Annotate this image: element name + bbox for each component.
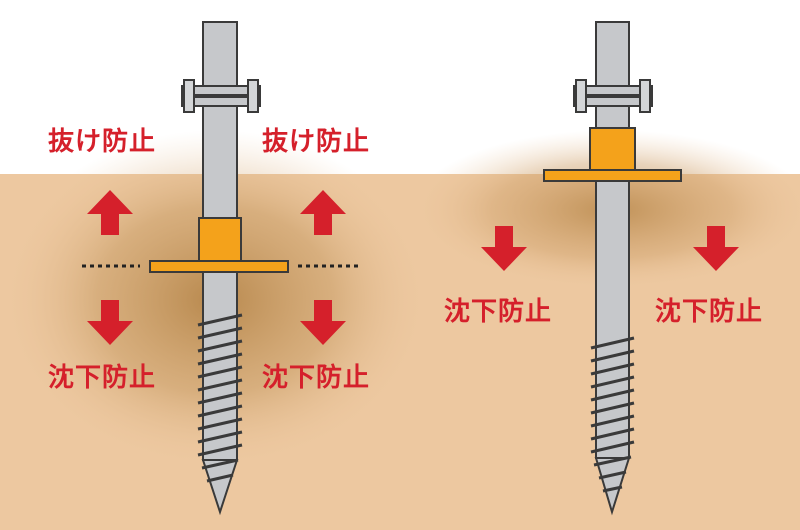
right-bearing-plate bbox=[543, 169, 682, 182]
label-pull-out-prevention-left: 抜け防止 bbox=[48, 127, 156, 157]
left-pile-tip bbox=[201, 459, 239, 516]
right-pile-tip bbox=[594, 457, 631, 516]
right-lower-shaft bbox=[595, 179, 630, 459]
left-bearing-plate bbox=[149, 260, 289, 273]
right-orange-collar bbox=[589, 127, 636, 173]
label-sink-prevention-right-pile-right: 沈下防止 bbox=[655, 297, 763, 327]
label-sink-prevention-left: 沈下防止 bbox=[48, 363, 156, 393]
left-flange bbox=[181, 79, 261, 113]
left-upper-post bbox=[202, 21, 238, 223]
left-flange-bolt-2 bbox=[247, 79, 259, 113]
label-sink-prevention-right-pile-left: 沈下防止 bbox=[444, 297, 552, 327]
left-orange-collar bbox=[198, 217, 242, 263]
left-screw-thread bbox=[197, 313, 243, 483]
left-lower-shaft bbox=[202, 269, 238, 461]
left-pile bbox=[149, 21, 289, 516]
label-sink-prevention-right: 沈下防止 bbox=[262, 363, 370, 393]
right-upper-post bbox=[595, 21, 630, 131]
label-pull-out-prevention-right: 抜け防止 bbox=[262, 127, 370, 157]
right-flange bbox=[573, 79, 653, 113]
left-flange-bolt-1 bbox=[183, 79, 195, 113]
right-pile bbox=[543, 21, 682, 516]
right-flange-bolt-2 bbox=[639, 79, 651, 113]
right-flange-bolt-1 bbox=[575, 79, 587, 113]
right-screw-thread bbox=[590, 336, 635, 493]
